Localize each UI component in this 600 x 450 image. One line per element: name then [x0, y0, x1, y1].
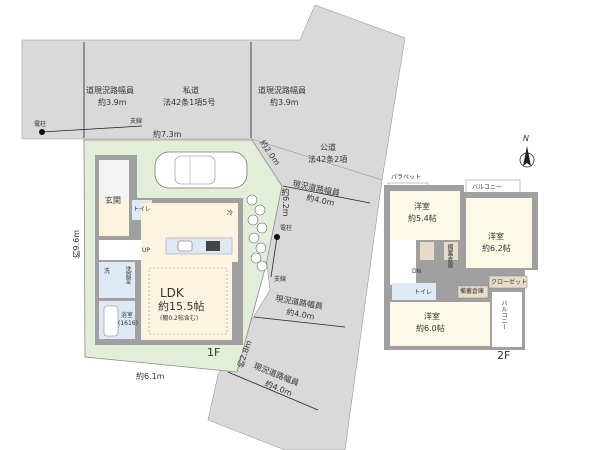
room-washroom: 洗面室: [124, 266, 131, 284]
floor2-label: 2F: [497, 349, 511, 362]
room2-name: 洋室: [488, 232, 504, 241]
balcony-side-label: バルコニー: [500, 300, 507, 330]
utility-pole-2-wire: 支線: [274, 276, 287, 283]
dimension-side-left: 約9.6m: [72, 230, 81, 259]
private-road-law: 法42条1項5号: [163, 98, 216, 107]
room3-area: 約6.0帖: [416, 324, 445, 333]
room1-area: 約5.4帖: [408, 214, 437, 223]
private-road-width-right-value: 約3.9m: [270, 98, 299, 107]
public-road-law: 法42条2項: [308, 155, 348, 164]
room-bath: 浴室: [121, 312, 134, 319]
floor1-plan: [95, 155, 243, 345]
parapet-label: パラペット: [391, 174, 422, 181]
room-ldk: LDK: [160, 286, 184, 300]
private-road-width-right-label: 道現況路幅員: [258, 86, 306, 95]
dimension-bottom: 約6.1m: [136, 372, 165, 381]
balcony-top-label: バルコニー: [472, 184, 502, 191]
stairs-up-label: UP: [142, 247, 151, 254]
floor2-plan: [384, 179, 538, 350]
private-road-width-left-label: 道現況路幅員: [86, 86, 134, 95]
storage2-label: 備蓄倉庫: [460, 288, 485, 295]
compass-rose: [519, 146, 535, 168]
washer-label: 洗: [104, 268, 111, 275]
closet-label: クローゼット: [491, 279, 528, 286]
utility-pole-2-label: 電柱: [280, 225, 293, 232]
room1-name: 洋室: [414, 202, 430, 211]
floor1-label: 1F: [207, 346, 221, 359]
room3-name: 洋室: [424, 312, 440, 321]
compass-label: N: [523, 134, 529, 143]
garden-shrubs: [246, 194, 268, 272]
stairs-down-label: DN: [412, 268, 422, 275]
room-entrance: 玄関: [105, 196, 121, 205]
fridge-label: 冷: [227, 210, 234, 217]
ldk-note: (棚0.2帖含む): [160, 315, 199, 322]
public-road-name: 公道: [320, 143, 336, 152]
utility-pole-dot-2: [274, 234, 280, 240]
utility-pole-dot-1: [39, 129, 45, 135]
room-toilet-1f: トイレ: [133, 206, 152, 213]
public-road-area: [207, 138, 383, 450]
private-road-width-left-value: 約3.9m: [98, 98, 127, 107]
room-toilet-2f: トイレ: [414, 289, 433, 296]
dimension-frontage: 約7.3m: [153, 130, 182, 139]
parked-car: [154, 151, 248, 189]
dimension-side-right: 約6.2m: [281, 188, 290, 217]
dimension-lines: [41, 42, 371, 411]
storage1-label: 備蓄倉庫: [446, 244, 453, 268]
private-road-name: 私道: [183, 86, 199, 95]
room2-area: 約6.2帖: [482, 244, 511, 253]
utility-pole-1-label: 電柱: [34, 121, 47, 128]
bath-size: (1616): [118, 320, 138, 327]
utility-pole-1-wire: 支線: [130, 118, 143, 125]
ldk-area: 約15.5帖: [158, 300, 205, 313]
